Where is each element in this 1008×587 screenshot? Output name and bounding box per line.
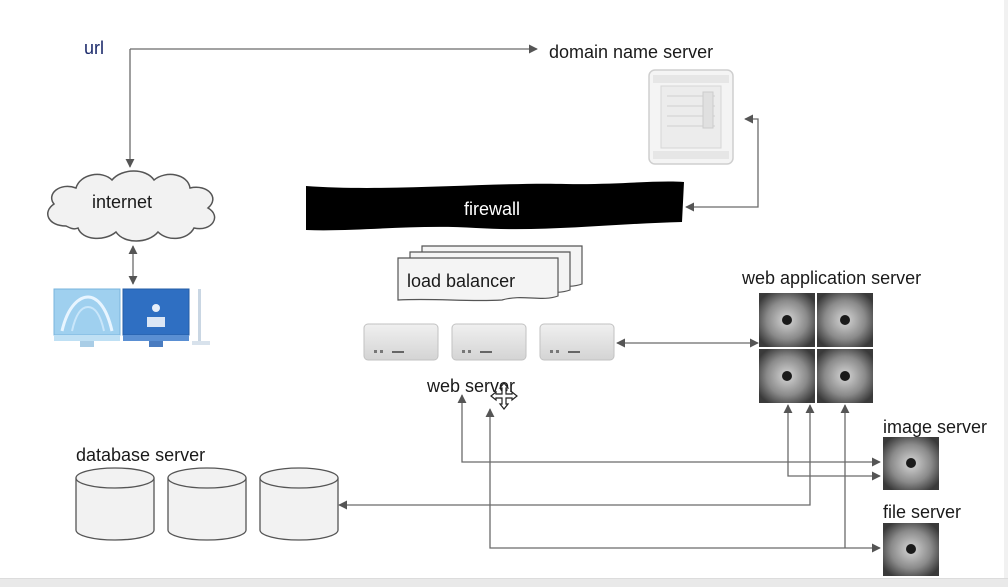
webserver-fileserver-arrow bbox=[485, 408, 881, 553]
dns-firewall-arrow bbox=[685, 114, 759, 212]
dns-label: domain name server bbox=[549, 42, 714, 62]
appserver-database-arrow bbox=[338, 404, 815, 510]
load-balancer-label: load balancer bbox=[407, 271, 516, 291]
firewall[interactable]: firewall bbox=[306, 180, 686, 232]
web-app-server-label: web application server bbox=[742, 268, 922, 288]
image-server[interactable] bbox=[882, 436, 940, 491]
mac-pro-tower-icon bbox=[648, 69, 734, 165]
mac-pro-top-icon bbox=[883, 437, 939, 490]
cloud-icon bbox=[47, 170, 216, 242]
firewall-banner-shape bbox=[306, 181, 684, 231]
stacked-documents-shape bbox=[397, 245, 583, 302]
file-server-label: file server bbox=[883, 502, 962, 522]
appserver-imageserver-arrow bbox=[783, 404, 881, 481]
internet-label: internet bbox=[92, 192, 153, 212]
load-balancer[interactable]: load balancer bbox=[396, 244, 584, 304]
canvas-bottom-scrollbar[interactable] bbox=[0, 578, 1008, 587]
move-cursor-icon bbox=[490, 382, 518, 410]
database-server-label: database server bbox=[76, 445, 206, 465]
firewall-label: firewall bbox=[464, 199, 521, 219]
canvas-right-edge bbox=[1004, 0, 1008, 578]
imac-icon bbox=[53, 288, 210, 347]
mac-studio-icon bbox=[363, 323, 615, 361]
mac-pro-top-icon bbox=[883, 523, 939, 576]
internet-cloud[interactable]: internet bbox=[36, 164, 226, 246]
image-server-label: image server bbox=[883, 417, 988, 437]
client-desktops bbox=[52, 287, 212, 349]
web-server-label: web server bbox=[427, 376, 516, 396]
url-label: url bbox=[84, 38, 105, 58]
webserver-imageserver-arrow bbox=[457, 394, 881, 467]
dns-server[interactable] bbox=[645, 68, 737, 166]
database-server-group[interactable] bbox=[74, 466, 340, 542]
mac-pro-top-icon bbox=[759, 293, 873, 403]
database-cylinder-icon bbox=[75, 467, 339, 541]
file-server[interactable] bbox=[882, 522, 940, 577]
web-application-server[interactable] bbox=[758, 292, 874, 404]
web-server-group[interactable] bbox=[362, 322, 620, 362]
